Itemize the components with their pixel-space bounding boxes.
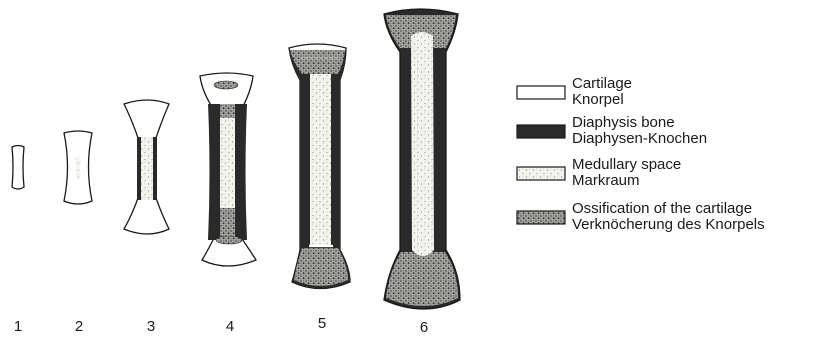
cartilage-outline bbox=[12, 146, 24, 190]
ossification-center-top bbox=[214, 81, 238, 89]
legend-item-ossification: Ossification of the cartilage Verknöcher… bbox=[517, 200, 765, 233]
ossification-zone bbox=[220, 104, 235, 118]
ossification-zone bbox=[220, 208, 235, 240]
ossification-zone bbox=[386, 252, 458, 306]
bone-stage-3 bbox=[124, 100, 169, 234]
legend-label-en: Cartilage bbox=[572, 75, 632, 92]
legend-label-de: Markraum bbox=[572, 172, 640, 189]
diaphysis-bone bbox=[235, 104, 247, 240]
medullary-space bbox=[141, 137, 153, 200]
legend-label-de: Diaphysen-Knochen bbox=[572, 130, 707, 147]
bone-stage-2 bbox=[64, 131, 92, 204]
legend-label-de: Knorpel bbox=[572, 91, 624, 108]
legend-swatch-ossification bbox=[517, 211, 565, 224]
legend-item-diaphysis: Diaphysis bone Diaphysen-Knochen bbox=[517, 114, 707, 147]
legend-label-en: Medullary space bbox=[572, 156, 681, 173]
stage-number-3: 3 bbox=[147, 318, 155, 335]
legend-label-en: Ossification of the cartilage bbox=[572, 200, 752, 217]
stage-number-1: 1 bbox=[14, 318, 22, 335]
bone-stage-6 bbox=[384, 9, 460, 309]
medullary-space bbox=[411, 32, 434, 256]
legend-item-cartilage: Cartilage Knorpel bbox=[517, 75, 632, 108]
diaphysis-bone bbox=[153, 137, 157, 200]
legend-label-de: Verknöcherung des Knorpels bbox=[572, 216, 765, 233]
stage-number-2: 2 bbox=[75, 318, 83, 335]
legend-swatch-medullary bbox=[517, 167, 565, 180]
legend-swatch-diaphysis bbox=[517, 125, 565, 138]
stage-number-5: 5 bbox=[318, 315, 326, 332]
legend-item-medullary: Medullary space Markraum bbox=[517, 156, 681, 189]
ossification-zone bbox=[294, 248, 348, 286]
bone-stage-1 bbox=[12, 146, 24, 190]
stage-number-6: 6 bbox=[420, 319, 428, 336]
bone-stage-4 bbox=[200, 73, 256, 266]
legend: Cartilage Knorpel Diaphysis bone Diaphys… bbox=[517, 75, 765, 233]
legend-label-en: Diaphysis bone bbox=[572, 114, 675, 131]
ossification-center-bottom bbox=[216, 236, 242, 244]
diaphysis-bone bbox=[208, 104, 220, 240]
stage-number-4: 4 bbox=[226, 318, 234, 335]
bone-stage-5 bbox=[289, 44, 350, 289]
legend-swatch-cartilage bbox=[517, 86, 565, 99]
medullary-space bbox=[310, 74, 331, 246]
diaphysis-bone bbox=[137, 137, 141, 200]
